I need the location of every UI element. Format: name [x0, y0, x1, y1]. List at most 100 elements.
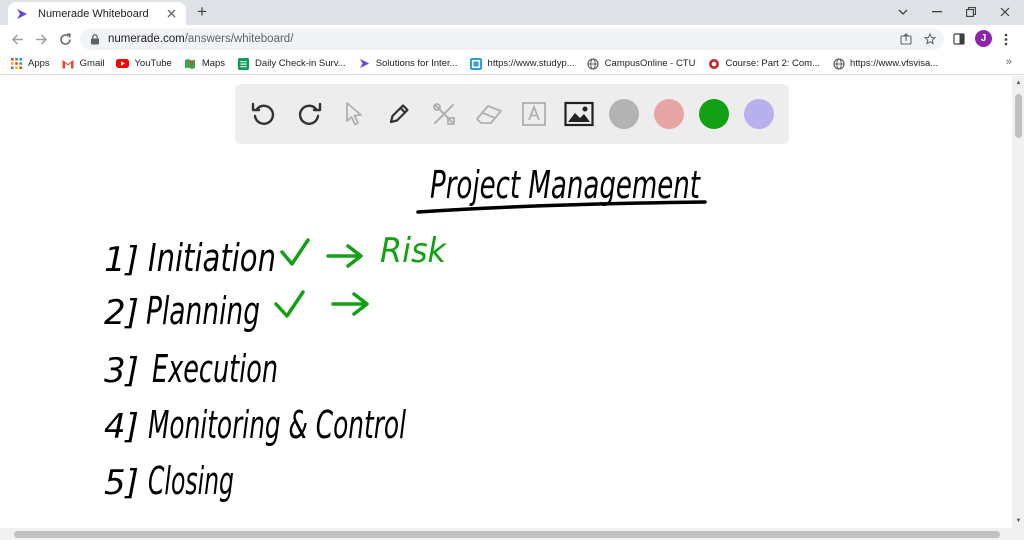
item-execution: Execution — [152, 347, 278, 391]
annotation-risk: Risk — [380, 231, 447, 271]
scroll-up-icon[interactable]: ▲ — [1015, 80, 1022, 86]
item-monitoring-control: Monitoring & Control — [148, 403, 406, 447]
bookmark-campusonline[interactable]: CampusOnline - CTU — [587, 54, 696, 74]
chevron-down-icon[interactable] — [886, 0, 920, 24]
title-underline — [416, 200, 707, 214]
bookmark-solutions[interactable]: Solutions for Inter... — [358, 54, 458, 74]
item-number-4: 4] — [104, 407, 139, 447]
numerade-icon — [358, 57, 371, 70]
shapes-tool-button[interactable] — [429, 99, 459, 129]
redo-icon — [298, 102, 322, 125]
studyp-icon — [470, 57, 483, 70]
arrow-right-icon — [326, 244, 363, 268]
globe-icon — [832, 57, 845, 70]
reload-icon — [59, 32, 71, 45]
item-number-3: 3] — [104, 351, 139, 391]
image-tool-button[interactable] — [564, 99, 594, 129]
pen-tool-button[interactable] — [384, 99, 414, 129]
maps-icon — [184, 57, 197, 70]
bookmark-label: https://www.vfsvisa... — [850, 58, 939, 69]
bookmark-label: Apps — [28, 58, 50, 69]
side-panel-icon[interactable] — [949, 29, 969, 49]
item-closing: Closing — [148, 459, 234, 503]
pen-icon — [389, 104, 409, 124]
globe-icon — [587, 57, 600, 70]
youtube-icon — [116, 57, 130, 70]
vertical-scroll-thumb[interactable] — [1015, 94, 1022, 138]
bookmark-label: YouTube — [134, 58, 172, 69]
item-initiation: Initiation — [148, 236, 276, 280]
menu-kebab-icon[interactable] — [996, 29, 1016, 49]
bookmarks-bar: Apps Gmail YouTube Maps Daily Check-in S… — [0, 53, 1024, 75]
arrow-left-icon — [11, 33, 23, 45]
url-path: /answers/whiteboard/ — [184, 33, 294, 45]
close-icon[interactable] — [164, 7, 178, 21]
tab-strip: Numerade Whiteboard + — [0, 0, 1024, 25]
star-icon[interactable] — [920, 28, 940, 50]
item-number-5: 5] — [104, 463, 139, 503]
checkmark-icon — [280, 238, 310, 266]
new-tab-button[interactable]: + — [197, 2, 207, 21]
color-swatch-pink[interactable] — [654, 99, 684, 129]
bookmark-label: Solutions for Inter... — [375, 58, 458, 69]
lock-icon — [91, 33, 99, 44]
bookmark-label: CampusOnline - CTU — [604, 58, 696, 69]
color-swatch-lavender[interactable] — [744, 99, 774, 129]
minimize-icon[interactable] — [920, 0, 954, 24]
pointer-icon — [346, 102, 362, 126]
whiteboard-canvas[interactable]: Project Management 1] Initiation 2] Plan… — [0, 76, 1012, 528]
address-bar[interactable]: numerade.com/answers/whiteboard/ — [80, 28, 944, 50]
bookmark-daily-checkin[interactable]: Daily Check-in Surv... — [237, 54, 346, 74]
item-planning: Planning — [146, 289, 260, 333]
bookmark-maps[interactable]: Maps — [184, 54, 225, 74]
course-icon — [707, 57, 720, 70]
eraser-tool-button[interactable] — [474, 99, 504, 129]
back-button[interactable] — [7, 29, 27, 49]
bookmark-youtube[interactable]: YouTube — [116, 54, 172, 74]
numerade-icon — [16, 7, 30, 21]
tab-numerade-whiteboard[interactable]: Numerade Whiteboard — [8, 2, 186, 25]
chevron-double-right-icon[interactable]: » — [1005, 56, 1012, 68]
url-text: numerade.com/answers/whiteboard/ — [108, 33, 293, 45]
browser-chrome: Numerade Whiteboard + nu — [0, 0, 1024, 76]
bookmark-vfsvisa[interactable]: https://www.vfsvisa... — [832, 54, 938, 74]
profile-avatar[interactable]: J — [975, 30, 992, 47]
bookmark-apps[interactable]: Apps — [10, 54, 50, 74]
whiteboard-toolbar — [235, 84, 789, 144]
select-tool-button[interactable] — [339, 99, 369, 129]
forward-button[interactable] — [31, 29, 51, 49]
vertical-scrollbar[interactable]: ▲ ▼ — [1012, 76, 1024, 528]
horizontal-scrollbar[interactable] — [0, 528, 1024, 540]
tab-title: Numerade Whiteboard — [38, 7, 149, 20]
note-title: Project Management — [430, 163, 701, 207]
reload-button[interactable] — [55, 29, 75, 49]
text-tool-button[interactable] — [519, 99, 549, 129]
eraser-icon — [476, 105, 502, 124]
horizontal-scroll-thumb[interactable] — [14, 531, 1000, 538]
item-number-1: 1] — [104, 240, 139, 280]
color-swatch-green[interactable] — [699, 99, 729, 129]
arrow-right-icon — [331, 292, 369, 316]
restore-icon[interactable] — [954, 0, 988, 24]
text-icon — [522, 102, 546, 126]
bookmark-course[interactable]: Course: Part 2: Com... — [707, 54, 820, 74]
undo-button[interactable] — [249, 99, 279, 129]
redo-button[interactable] — [294, 99, 324, 129]
whiteboard-page[interactable]: Project Management 1] Initiation 2] Plan… — [0, 76, 1012, 528]
bookmark-gmail[interactable]: Gmail — [62, 54, 105, 74]
bookmark-studyp[interactable]: https://www.studyp... — [470, 54, 575, 74]
share-icon[interactable] — [896, 28, 916, 50]
bookmark-label: Gmail — [79, 58, 105, 69]
bookmark-label: Maps — [201, 58, 226, 69]
scroll-down-icon[interactable]: ▼ — [1015, 518, 1022, 524]
item-number-2: 2] — [104, 293, 139, 333]
close-window-icon[interactable] — [988, 0, 1022, 24]
url-host: numerade.com — [108, 33, 185, 45]
gmail-icon — [62, 57, 75, 70]
bookmark-label: Daily Check-in Surv... — [255, 58, 346, 69]
tools-icon — [433, 103, 455, 125]
color-swatch-gray[interactable] — [609, 99, 639, 129]
bookmark-label: Course: Part 2: Com... — [725, 58, 820, 69]
arrow-right-icon — [35, 33, 47, 45]
checkmark-icon — [274, 290, 305, 318]
